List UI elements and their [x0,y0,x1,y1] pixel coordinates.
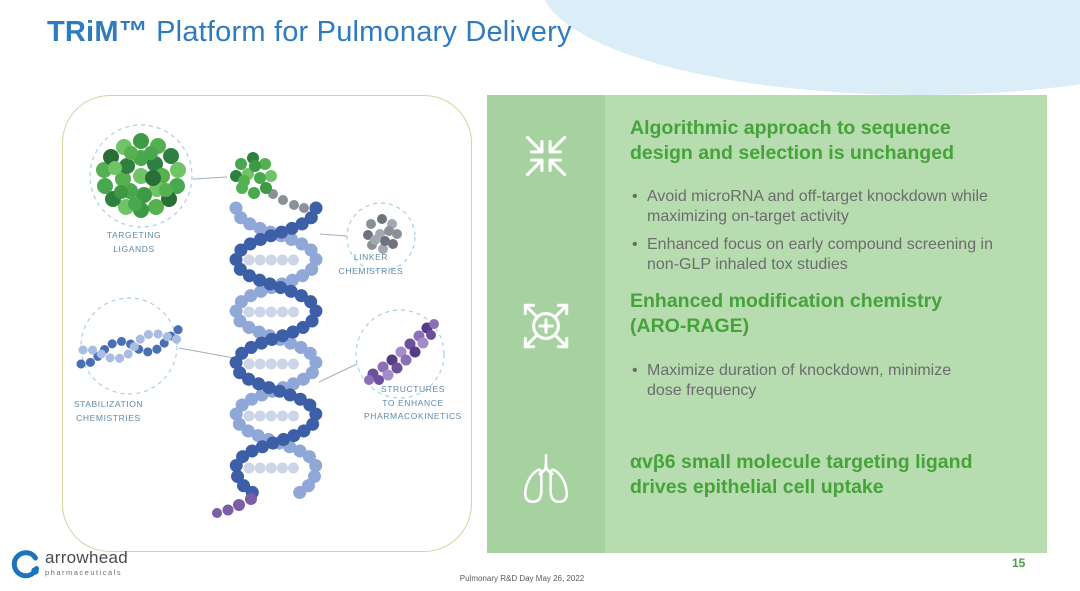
section-3-heading: αvβ6 small molecule targeting ligand dri… [630,451,973,498]
footer-note: Pulmonary R&D Day May 26, 2022 [459,574,585,583]
section-1-bullets: Avoid microRNA and off-target knockdown … [630,187,1020,283]
section-2-heading: Enhanced modification chemistry (ARO-RAG… [630,290,943,337]
label-targeting-ligands: TARGETING LIGANDS [106,230,162,254]
section-2-bullets: Maximize duration of knockdown, minimize… [630,361,964,409]
page-number: 15 [1012,556,1026,570]
pharmacokinetics-structure [364,319,439,385]
label-stabilization-chemistries: STABILIZATION CHEMISTRIES [73,399,144,423]
helix-rungs [243,254,309,474]
corner-accent-shape [540,0,1080,95]
converge-arrows-icon [525,135,567,177]
trim-construct-illustration [76,124,445,518]
highlights-panel: Algorithmic approach to sequence design … [487,95,1047,553]
lungs-icon [523,453,569,504]
bullet-item: Avoid microRNA and off-target knockdown … [630,187,1020,228]
slide-title: TRiM™ Platform for Pulmonary Delivery [47,16,572,49]
arrowhead-logo-mark [11,550,39,579]
bullet-item: Enhanced focus on early compound screeni… [630,235,1020,276]
label-linker-chemistries: LINKER CHEMISTRIES [338,252,404,276]
bullet-item: Maximize duration of knockdown, minimize… [630,361,964,402]
slide-title-rest: Platform for Pulmonary Delivery [147,16,572,48]
ligand-stem [268,189,309,213]
linker-cluster [363,214,402,254]
trim-diagram-frame: TARGETING LIGANDS LINKER CHEMISTRIES STA… [62,95,472,552]
panel-text: Algorithmic approach to sequence design … [630,95,1025,553]
helix-strand-light [229,201,323,503]
helix-strand-dark [229,201,323,503]
label-structures-pharmacokinetics: STRUCTURES TO ENHANCE PHARMACOKINETICS [364,384,462,422]
stabilization-helix [76,322,189,369]
section-1-heading: Algorithmic approach to sequence design … [630,117,954,164]
arrowhead-logo: arrowhead pharmaceuticals [10,549,128,579]
logo-subtitle: pharmaceuticals [45,568,123,577]
dashed-focus-circles [80,124,445,399]
icon-strip [487,95,605,553]
logo-name: arrowhead [45,548,129,567]
ligand-cluster-small [230,152,277,199]
logo-text: arrowhead pharmaceuticals [45,549,128,577]
helix-purple-tail [212,493,257,518]
expanding-plus-circle-icon [523,303,569,349]
targeting-ligand-cluster [96,133,186,218]
slide-title-brand: TRiM™ [47,16,148,48]
connector-lines [178,176,358,383]
